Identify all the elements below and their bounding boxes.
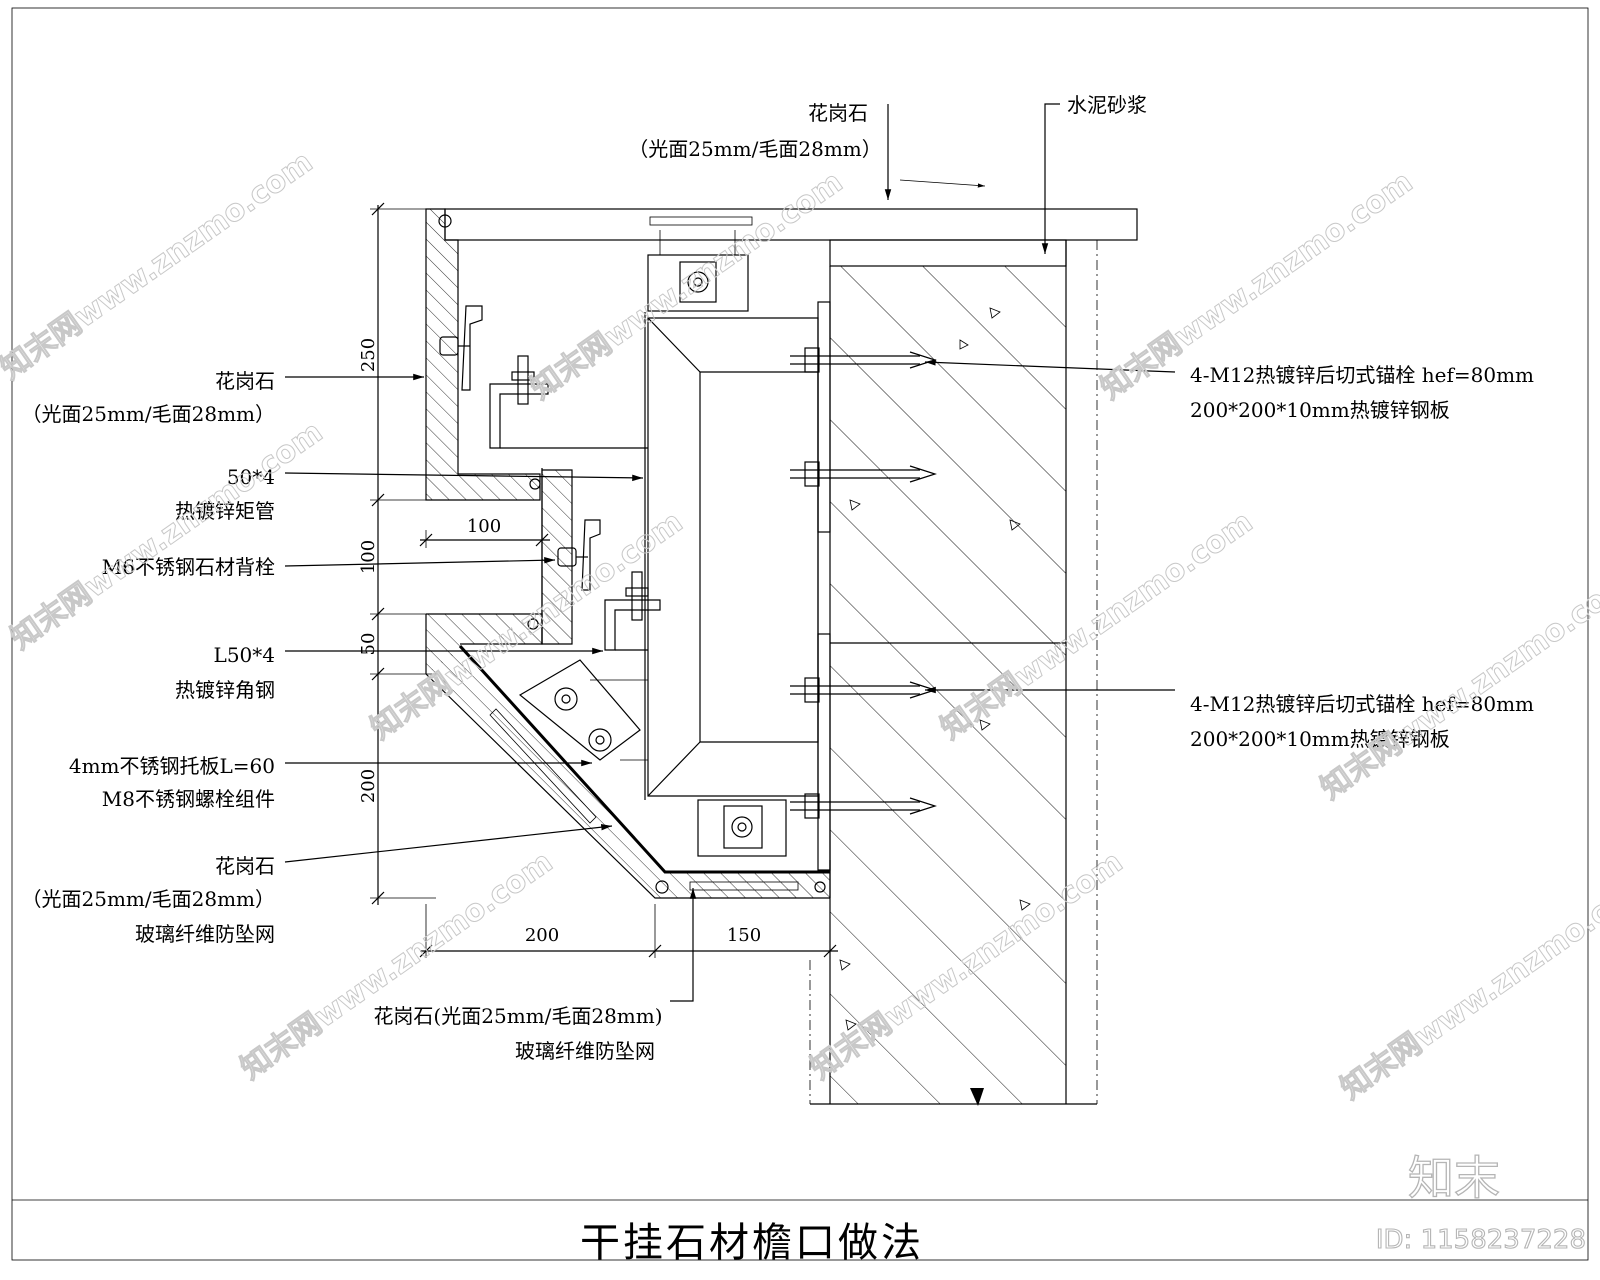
watermark-text: 知末网www.znzmo.com <box>1315 565 1600 807</box>
label-slope-granite-spec: （光面25mm/毛面28mm） <box>22 887 276 911</box>
concrete-wall <box>809 240 1098 1106</box>
label-tube-2: 热镀锌矩管 <box>175 499 275 523</box>
dim-h-100: 100 <box>467 516 501 537</box>
slope-brackets <box>518 659 648 761</box>
middle-angle-steel <box>557 519 661 651</box>
watermark-layer: 知末网www.znzmo.com 知末网www.znzmo.com 知末网www… <box>0 144 1600 1107</box>
watermark-text: 知末网www.znzmo.com <box>5 415 330 657</box>
label-plate-1: 4mm不锈钢托板L=60 <box>69 754 275 778</box>
label-top-granite: 花岗石 <box>808 101 868 125</box>
label-cement-mortar: 水泥砂浆 <box>1067 93 1147 117</box>
drawing-title: 干挂石材檐口做法 <box>580 1220 924 1266</box>
dim-v-200: 200 <box>358 769 379 803</box>
label-bottom-mesh: 玻璃纤维防坠网 <box>515 1039 655 1063</box>
label-bottom-granite: 花岗石(光面25mm/毛面28mm) <box>373 1004 662 1028</box>
upper-anchor-bolts <box>790 347 937 487</box>
label-slope-mesh: 玻璃纤维防坠网 <box>135 922 275 946</box>
label-slope-granite: 花岗石 <box>215 854 275 878</box>
label-anchor-upper-1: 4-M12热镀锌后切式锚栓 hef=80mm <box>1190 363 1534 387</box>
sloped-granite-panel <box>425 644 831 899</box>
label-top-granite-spec: （光面25mm/毛面28mm） <box>628 137 882 161</box>
label-left-granite-spec: （光面25mm/毛面28mm） <box>22 402 276 426</box>
label-plate-2: M8不锈钢螺栓组件 <box>102 787 275 811</box>
label-tube-1: 50*4 <box>227 465 275 489</box>
label-anchor-upper-2: 200*200*10mm热镀锌钢板 <box>1190 398 1450 422</box>
label-anchor-lower-1: 4-M12热镀锌后切式锚栓 hef=80mm <box>1190 692 1534 716</box>
steel-frame <box>644 312 819 800</box>
label-back-bolt: M6不锈钢石材背栓 <box>102 555 275 579</box>
upper-bracket <box>647 230 831 533</box>
dim-v-250: 250 <box>358 338 379 372</box>
horizontal-dimension-bottom <box>419 904 838 958</box>
horizontal-dimension-100 <box>419 530 550 548</box>
dim-h-150: 150 <box>727 925 761 946</box>
watermark-text: 知末网www.znzmo.com <box>235 845 560 1087</box>
label-anchor-lower-2: 200*200*10mm热镀锌钢板 <box>1190 727 1450 751</box>
label-angle-2: 热镀锌角钢 <box>175 678 275 702</box>
upper-angle-steel <box>439 305 648 449</box>
dim-v-50: 50 <box>358 633 379 656</box>
brand-mark: 知末 <box>1408 1151 1500 1205</box>
watermark-text: 知末网www.znzmo.com <box>525 165 850 407</box>
watermark-text: 知末网www.znzmo.com <box>0 145 319 387</box>
lower-bracket <box>697 633 831 871</box>
middle-granite-panel <box>425 469 573 674</box>
upper-granite-panel <box>425 208 543 644</box>
label-angle-1: L50*4 <box>214 643 275 667</box>
drawing-frame <box>11 7 1589 1261</box>
dim-v-100: 100 <box>358 540 379 574</box>
dim-h-200: 200 <box>525 925 559 946</box>
drawing-id: ID: 1158237228 <box>1376 1225 1586 1255</box>
watermark-text: 知末网www.znzmo.com <box>365 505 690 747</box>
cement-mortar-layer <box>829 239 1067 267</box>
leader-lines <box>284 103 1176 1002</box>
label-left-granite: 花岗石 <box>215 369 275 393</box>
vertical-dimensions <box>370 202 436 905</box>
watermark-text: 知末网www.znzmo.com <box>1335 865 1600 1107</box>
